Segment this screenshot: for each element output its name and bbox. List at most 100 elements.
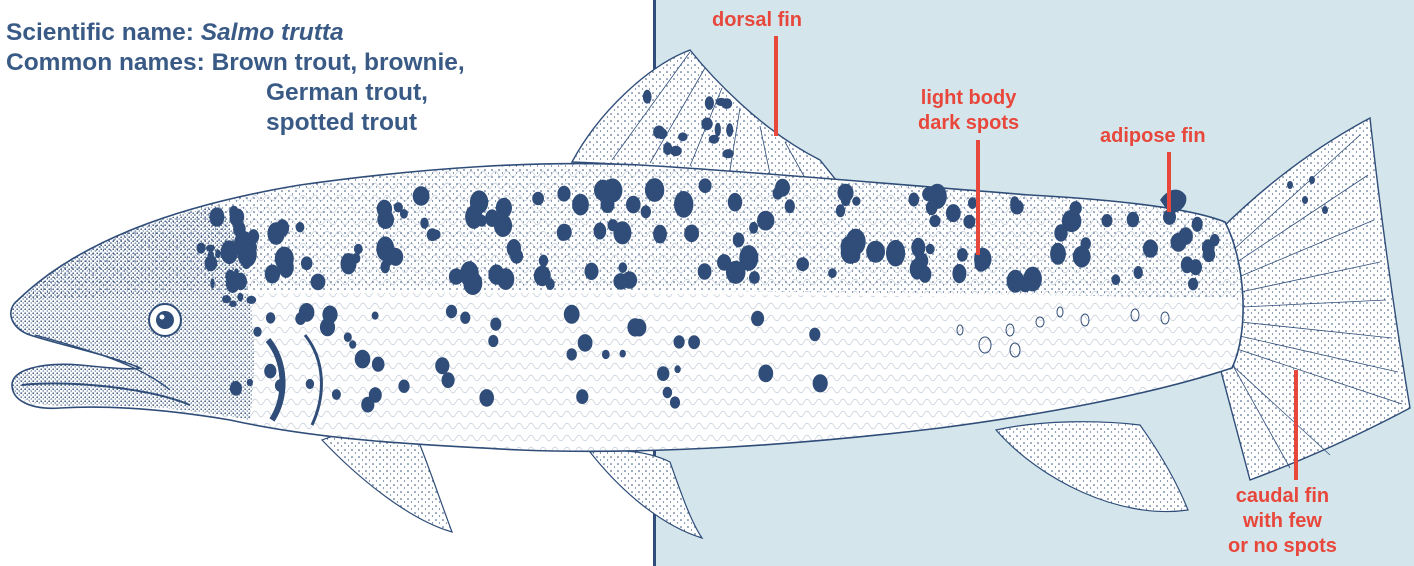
leader-dorsal-fin bbox=[774, 36, 778, 136]
dark-spot bbox=[852, 197, 860, 206]
dark-spot bbox=[1189, 259, 1202, 275]
callout-light-body: light body dark spots bbox=[918, 86, 1019, 136]
dark-spot bbox=[837, 184, 853, 202]
dark-spot bbox=[813, 374, 828, 392]
scientific-name-label: Scientific name: bbox=[6, 18, 194, 48]
dark-spot bbox=[234, 268, 239, 278]
dark-spot bbox=[846, 229, 866, 255]
dark-spot bbox=[836, 204, 845, 217]
dark-spot bbox=[576, 389, 588, 404]
dark-spot bbox=[435, 357, 449, 374]
callout-light-body-line: light body bbox=[918, 86, 1019, 111]
dark-spot bbox=[266, 312, 275, 323]
dark-spot bbox=[247, 379, 253, 386]
dark-spot bbox=[620, 350, 626, 358]
dark-spot bbox=[460, 261, 479, 287]
dark-spot bbox=[413, 186, 430, 206]
dark-spot bbox=[354, 244, 363, 254]
dark-spot bbox=[678, 132, 688, 141]
dark-spot bbox=[567, 348, 577, 360]
leader-caudal-fin bbox=[1294, 370, 1298, 480]
dark-spot bbox=[299, 303, 315, 322]
dark-spot bbox=[532, 192, 544, 206]
dark-spot bbox=[613, 221, 631, 244]
dark-spot bbox=[926, 200, 938, 215]
dark-spot bbox=[670, 396, 680, 408]
dark-spot bbox=[226, 275, 240, 293]
dark-spot bbox=[645, 178, 664, 202]
dark-spot bbox=[809, 328, 820, 342]
dark-spot bbox=[210, 278, 214, 288]
dark-spot bbox=[643, 90, 652, 104]
dark-spot bbox=[572, 194, 589, 216]
dark-spot bbox=[910, 258, 925, 279]
dark-spot bbox=[1134, 266, 1143, 279]
dark-spot bbox=[278, 257, 293, 278]
dark-spot bbox=[716, 98, 727, 106]
dark-spot bbox=[1302, 196, 1308, 204]
dark-spot bbox=[227, 253, 232, 262]
dark-spot bbox=[229, 300, 236, 307]
dark-spot bbox=[1007, 270, 1025, 293]
dark-spot bbox=[311, 274, 326, 291]
dark-spot bbox=[698, 263, 712, 280]
common-names-label: Common names: bbox=[6, 48, 205, 78]
dark-spot bbox=[388, 248, 403, 266]
dark-spot bbox=[749, 271, 760, 284]
dark-spot bbox=[344, 332, 352, 342]
dark-spot bbox=[539, 255, 548, 267]
dark-spot bbox=[361, 397, 374, 413]
dark-spot bbox=[557, 224, 572, 241]
callout-caudal-fin-line: with few bbox=[1228, 509, 1337, 534]
dark-spot bbox=[602, 350, 610, 359]
dark-spot bbox=[705, 96, 714, 110]
dark-spot bbox=[657, 366, 669, 381]
species-info: Scientific name: Salmo trutta Common nam… bbox=[6, 18, 465, 138]
dark-spot bbox=[306, 379, 314, 389]
dark-spot bbox=[446, 305, 457, 319]
dark-spot bbox=[465, 205, 482, 229]
dark-spot bbox=[957, 248, 968, 262]
dark-spot bbox=[349, 340, 356, 349]
dark-spot bbox=[663, 387, 673, 398]
dark-spot bbox=[733, 233, 745, 248]
dark-spot bbox=[1070, 201, 1082, 215]
dark-spot bbox=[751, 311, 764, 327]
dark-spot bbox=[946, 204, 961, 222]
dark-spot bbox=[564, 305, 580, 324]
dark-spot bbox=[1054, 224, 1067, 241]
dark-spot bbox=[909, 193, 920, 207]
dark-spot bbox=[394, 202, 403, 212]
dark-spot bbox=[663, 142, 672, 155]
dark-spot bbox=[557, 186, 570, 202]
dark-spot bbox=[1076, 251, 1088, 267]
scientific-name-value: Salmo trutta bbox=[201, 19, 344, 46]
leader-light-body bbox=[976, 140, 980, 255]
dark-spot bbox=[619, 262, 628, 273]
dark-spot bbox=[757, 211, 774, 231]
dark-spot bbox=[1287, 181, 1293, 189]
dark-spot bbox=[1111, 274, 1120, 285]
dark-spot bbox=[490, 318, 501, 331]
dark-spot bbox=[627, 318, 642, 336]
dark-spot bbox=[222, 295, 231, 303]
dark-spot bbox=[301, 256, 313, 270]
dark-spot bbox=[594, 223, 607, 240]
dark-spot bbox=[699, 178, 712, 193]
dark-spot bbox=[930, 215, 941, 227]
dark-spot bbox=[196, 243, 205, 254]
dark-spot bbox=[497, 268, 514, 290]
dark-spot bbox=[398, 380, 409, 393]
dark-spot bbox=[674, 365, 680, 373]
dark-spot bbox=[488, 335, 498, 347]
dark-spot bbox=[975, 256, 988, 272]
dark-spot bbox=[1102, 214, 1113, 227]
callout-adipose-fin: adipose fin bbox=[1100, 124, 1206, 149]
dark-spot bbox=[296, 222, 305, 232]
dark-spot bbox=[1322, 206, 1328, 214]
dark-spot bbox=[926, 244, 935, 254]
dark-spot bbox=[758, 365, 773, 383]
dark-spot bbox=[653, 225, 667, 244]
dark-spot bbox=[1010, 196, 1019, 209]
dark-spot bbox=[242, 261, 250, 269]
